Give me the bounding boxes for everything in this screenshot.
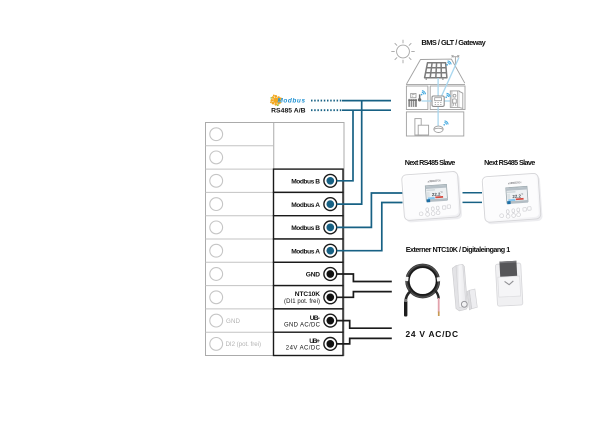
svg-text:DI2 (pot. frei): DI2 (pot. frei) xyxy=(226,341,262,348)
svg-text:Modbus B: Modbus B xyxy=(291,179,320,186)
svg-text:Externer NTC10K / Digitaleinga: Externer NTC10K / Digitaleingang 1 xyxy=(406,245,511,254)
svg-text:UB+: UB+ xyxy=(309,338,320,345)
svg-text:Modbus A: Modbus A xyxy=(291,202,320,209)
svg-text:Modbus B: Modbus B xyxy=(291,225,320,232)
svg-text:(DI1 pot. frei): (DI1 pot. frei) xyxy=(284,299,320,305)
svg-text:°C: °C xyxy=(521,194,524,196)
svg-text:24V AC/DC: 24V AC/DC xyxy=(286,346,321,352)
svg-text:Modbus: Modbus xyxy=(278,97,306,104)
svg-text:▲ STIEBEL ELTRON: ▲ STIEBEL ELTRON xyxy=(427,178,441,183)
svg-text:GND: GND xyxy=(226,318,241,325)
svg-text:Modbus A: Modbus A xyxy=(291,248,320,255)
svg-text:BMS / GLT / Gateway: BMS / GLT / Gateway xyxy=(421,38,486,47)
svg-text:RS485 A/B: RS485 A/B xyxy=(271,108,306,115)
svg-text:24 V AC/DC: 24 V AC/DC xyxy=(406,329,459,339)
svg-text:UB-: UB- xyxy=(310,315,320,322)
svg-text:NTC10K: NTC10K xyxy=(295,291,320,298)
svg-text:Next RS485 Slave: Next RS485 Slave xyxy=(484,158,535,167)
svg-text:GND: GND xyxy=(306,271,320,278)
svg-text:GND AC/DC: GND AC/DC xyxy=(284,323,321,329)
svg-text:22.2: 22.2 xyxy=(432,192,441,198)
svg-text:▲ STIEBEL ELTRON: ▲ STIEBEL ELTRON xyxy=(507,180,521,185)
svg-text:Next RS485 Slave: Next RS485 Slave xyxy=(405,158,456,167)
svg-text:22.2: 22.2 xyxy=(512,193,521,199)
svg-text:°C: °C xyxy=(440,192,443,194)
